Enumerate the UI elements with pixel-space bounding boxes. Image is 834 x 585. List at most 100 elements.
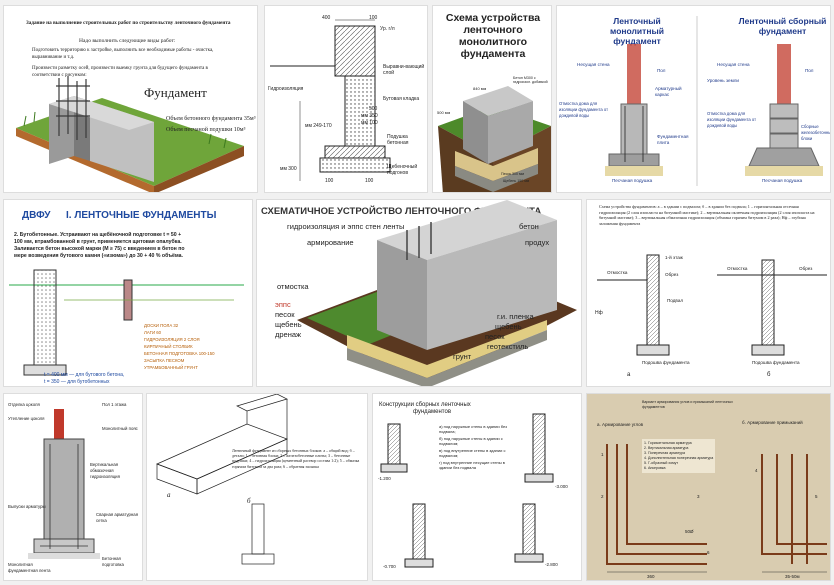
label-sand-cushion-right: Песчаная подушка — [762, 178, 803, 183]
elevation: -3.000 — [555, 484, 568, 489]
legend-item: 6. Анкеровка — [644, 466, 666, 470]
elevation: -0.700 — [383, 564, 396, 569]
label-leveling-layer: Выравни-вающий слой — [383, 64, 425, 76]
foundation-title: Фундамент — [144, 85, 207, 100]
label-waterproofing: гидроизоляция и эппс стен ленты — [287, 222, 405, 231]
paragraph-line: 2. Бутобетонные. Устраивают на щебёночно… — [14, 232, 182, 238]
reinforcement-drawing — [606, 444, 827, 573]
prefab-title: Конструкции сборных ленточных — [379, 402, 471, 408]
spec-row: ЗАСЫПКА ПЕСКОМ — [144, 358, 185, 363]
label-blind-area: Отмостка дома для изоляции фундамента от… — [559, 101, 609, 118]
label-film: г.и. пленка — [497, 312, 534, 321]
thumbnail-tile-2[interactable]: 400 100 Ур. г/л Выравни-вающий слой Гидр… — [264, 5, 428, 193]
label-monolithic-strip: Монолитная фундаментная лента — [8, 562, 51, 573]
dim-100b: 100 — [325, 178, 334, 184]
prefab-title: Ленточный сборный фундамент — [738, 16, 827, 36]
label-plinth-finish: Отделка цоколя — [8, 402, 40, 407]
label-a: а — [167, 491, 171, 499]
prefab-title: фундаментов — [413, 409, 452, 415]
spec-row: ДОСКИ ПОЛА 32 — [144, 323, 179, 328]
legend-item: 5. Г-образный хомут — [644, 461, 679, 465]
spec-row: УТРАМБОВАННЫЙ ГРУНТ — [144, 365, 198, 370]
figure-caption: Схема устройства фундаментов: а – в здан… — [599, 204, 815, 226]
label-a: а — [627, 372, 631, 378]
label-crushed-stone: щебень — [275, 320, 302, 329]
label-vertical-waterproofing: Вертикальная обмазочная гидроизоляция — [90, 462, 120, 479]
thumbnail-tile-9[interactable]: а б Ленточный фундамент из сборных бетон… — [146, 393, 368, 581]
callout-6: 6 — [707, 550, 710, 555]
thumbnail-tile-8[interactable]: Отделка цоколя Пол 1 этажа Утепление цок… — [3, 393, 143, 581]
dim-500: 500 — [369, 106, 378, 112]
monolithic-belt-drawing — [28, 409, 100, 559]
thumbnail-tile-3[interactable]: Схема устройства ленточного монолитного … — [432, 5, 552, 193]
legend-item: 1. Горизонтальная арматура — [644, 441, 692, 445]
label-blind-area: отмостка — [277, 282, 309, 291]
label-bearing-wall: Несущая стена — [577, 62, 610, 67]
rubble-foundation-drawing — [9, 269, 244, 376]
label-b: б — [247, 497, 251, 505]
paragraph-line: 100 мм, втрамбованной в грунт, применяет… — [14, 239, 182, 245]
label-ledge-b: Обрез — [799, 266, 813, 271]
concrete-volume: Объем бетонного фундамента 35м³ — [166, 116, 256, 122]
paragraph-line: Заливается бетон высокой марки (М ≥ 75) … — [14, 246, 185, 252]
label-sand-cushion: Песчаная подушка — [612, 178, 653, 183]
formula-line: t = 350 — для бутобетонных — [44, 379, 110, 385]
task-line: выравнивание и т.д. — [32, 55, 75, 60]
elevation: -2.800 — [545, 562, 558, 567]
task-line: соответствии с рисунком: — [32, 73, 87, 78]
label-ground-level: Уровень земли — [707, 78, 739, 83]
label-welded-mesh: Сварная арматурная сетка — [96, 512, 139, 523]
task-header: Задание на выполнение строительных работ… — [26, 20, 231, 26]
dim-400: 400 — [322, 15, 331, 21]
schematic-title: СХЕМАТИЧНОЕ УСТРОЙСТВО ЛЕНТОЧНОГО ФУНДАМ… — [261, 206, 542, 217]
monolithic-title: Ленточный монолитный фундамент — [610, 16, 664, 46]
label-concrete-cushion: Подушка бетонная — [387, 134, 409, 146]
sheet-header: Вариант армирования углов и примыканий л… — [642, 400, 733, 409]
label-eps: эппс — [275, 300, 291, 309]
paragraph-line: мере возведения бутового камня («изюма»)… — [14, 253, 183, 259]
dim-350: мм 350 — [361, 113, 378, 119]
dim-360: 360 — [647, 574, 655, 579]
thumbnail-tile-1[interactable]: Задание на выполнение строительных работ… — [3, 5, 258, 193]
label-rubble-masonry: Бутовая кладка — [383, 96, 420, 102]
prefab-block-foundation-drawing — [156, 394, 288, 565]
junctions-title: б. Армирование примыканий — [742, 420, 803, 425]
note-d: г) под внутренние несущие стены в здании… — [439, 460, 505, 470]
label-crushed-stone-2: щебень — [495, 322, 522, 331]
scheme-title-line: ленточного — [463, 24, 523, 36]
label-blind-area-b: Отмостка — [727, 266, 748, 271]
thumbnail-tile-4[interactable]: Ленточный монолитный фундамент Ленточный… — [556, 5, 831, 193]
label-sand: Песок 300 мм — [501, 172, 524, 176]
thumbnail-tile-11[interactable]: Вариант армирования углов и примыканий л… — [586, 393, 831, 581]
thumbnail-tile-10[interactable]: Конструкции сборных ленточных фундаменто… — [372, 393, 582, 581]
strip-foundation-render — [297, 200, 577, 386]
dim-100c: мм 100 — [361, 120, 378, 126]
monolithic-foundation-render — [438, 86, 551, 192]
note-c: в) под внутренние стены в здании с подва… — [439, 448, 506, 458]
label-footing-b: Подошва фундамента — [752, 360, 800, 365]
spec-row: ЛАГИ 60 — [144, 330, 162, 335]
label-soil: грунт — [453, 352, 472, 361]
thumbnail-tile-5[interactable]: ДВФУ I. ЛЕНТОЧНЫЕ ФУНДАМЕНТЫ 2. Бутобето… — [3, 199, 253, 387]
callout-1: 1 — [601, 452, 604, 457]
dim-100: 100 — [369, 15, 378, 21]
label-prefab-blocks: Сборные железобетонные блоки — [801, 124, 831, 141]
dim-mm: мм 249-170 — [305, 123, 332, 129]
label-waterproofing: Гидроизоляция — [268, 86, 304, 92]
label-floor-right: Пол — [805, 68, 814, 73]
label-depth: Нф — [595, 310, 603, 316]
thumbnail-tile-6[interactable]: СХЕМАТИЧНОЕ УСТРОЙСТВО ЛЕНТОЧНОГО ФУНДАМ… — [256, 199, 582, 387]
dim-50d: 50Ø — [685, 529, 694, 534]
label-basement: Подвал — [667, 298, 684, 303]
label-drainage: дренаж — [275, 330, 302, 339]
label-sand: песок — [275, 310, 295, 319]
task-line: Произвести разметку осей, произвести вые… — [32, 66, 208, 71]
label-reinforcement: армирование — [307, 238, 354, 247]
scheme-title-line: монолитного — [458, 36, 528, 48]
label-footing: Подошва фундамента — [642, 360, 690, 365]
label-plinth-insulation: Утепление цоколя — [8, 416, 45, 421]
spec-row: ГИДРОИЗОЛЯЦИЯ 2 СЛОЯ — [144, 337, 200, 342]
thumbnail-tile-7[interactable]: Схема устройства фундаментов: а – в здан… — [586, 199, 831, 387]
label-rebar: Арматурный каркас — [655, 86, 682, 97]
ground-level-label: Ур. г/л — [380, 26, 395, 32]
